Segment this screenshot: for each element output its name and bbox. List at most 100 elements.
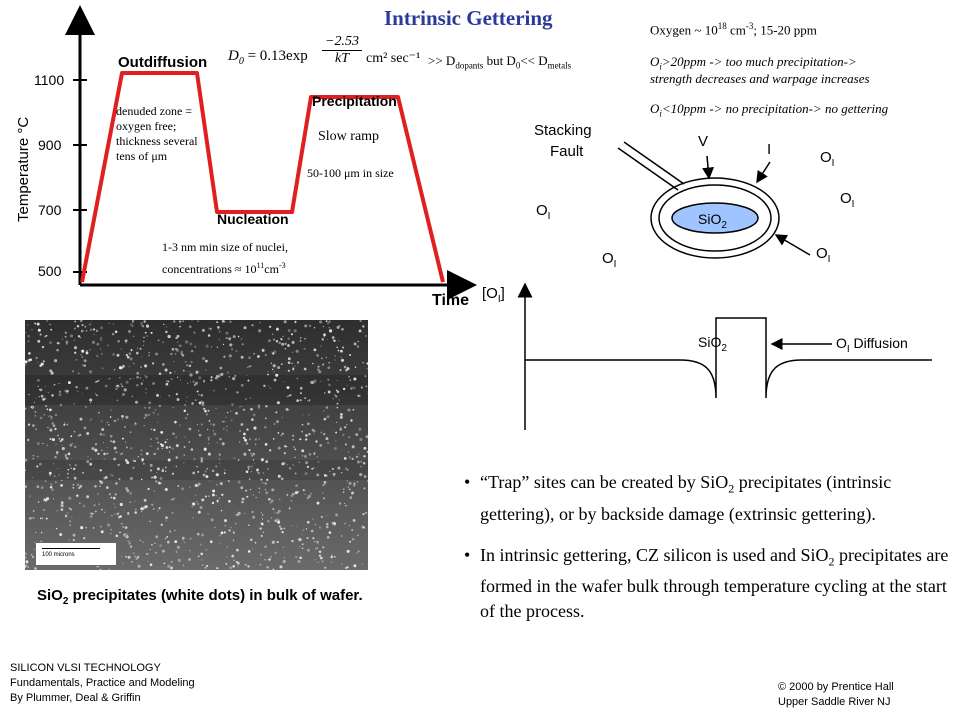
precipitate-dot — [347, 486, 349, 488]
precipitate-dot — [288, 394, 290, 397]
precipitate-dot — [358, 453, 360, 455]
precipitate-dot — [312, 362, 314, 365]
precipitate-dot — [61, 479, 63, 482]
precipitate-dot — [294, 320, 297, 323]
precipitate-dot — [336, 346, 339, 349]
precipitate-dot — [166, 326, 168, 328]
precipitate-dot — [352, 538, 355, 541]
precipitate-dot — [53, 383, 56, 386]
precipitate-dot — [242, 436, 246, 440]
precipitate-dot — [204, 470, 207, 473]
precipitate-dot — [256, 468, 259, 472]
precipitate-dot — [124, 339, 128, 343]
precipitate-dot — [127, 555, 131, 559]
precipitate-dot — [55, 527, 58, 530]
precipitate-dot — [71, 442, 74, 445]
precipitate-dot — [166, 535, 169, 538]
precipitate-dot — [186, 396, 188, 399]
precipitate-dot — [316, 547, 318, 549]
precipitate-dot — [263, 384, 266, 388]
precipitate-dot — [291, 351, 294, 354]
precipitate-dot — [81, 392, 83, 394]
precipitate-dot — [228, 337, 232, 341]
precipitate-dot — [43, 498, 46, 500]
precipitate-dot — [177, 558, 181, 562]
precipitate-dot — [218, 338, 220, 341]
precipitate-dot — [27, 340, 30, 343]
precipitate-dot — [128, 542, 132, 545]
precipitate-dot — [64, 389, 68, 393]
precipitate-dot — [184, 436, 186, 438]
precipitate-dot — [201, 533, 205, 537]
precipitate-dot — [123, 533, 125, 535]
precipitate-dot — [89, 402, 92, 404]
precipitate-dot — [112, 323, 115, 325]
precipitate-dot — [210, 518, 214, 522]
precipitate-dot — [325, 437, 329, 441]
precipitate-dot — [317, 365, 320, 368]
precipitate-dot — [73, 339, 75, 342]
precipitate-dot — [45, 404, 48, 408]
precipitate-dot — [135, 557, 138, 560]
precipitate-dot — [295, 484, 298, 488]
precipitate-dot — [174, 371, 176, 373]
precipitate-dot — [194, 494, 197, 497]
precipitate-dot — [39, 364, 42, 367]
bullet-list: • “Trap” sites can be created by SiO2 pr… — [464, 470, 954, 640]
precipitate-dot — [227, 479, 230, 483]
precipitate-dot — [206, 468, 208, 470]
precipitate-dot — [353, 564, 357, 568]
precipitate-dot — [320, 357, 323, 360]
precipitate-dot — [322, 325, 325, 328]
precipitate-dot — [209, 540, 213, 544]
precipitate-dot — [268, 558, 271, 561]
precipitate-dot — [74, 320, 77, 323]
precipitate-dot — [346, 384, 348, 387]
precipitate-dot — [232, 335, 236, 339]
precipitate-dot — [218, 458, 221, 460]
precipitate-dot — [146, 553, 148, 555]
precipitate-dot — [89, 370, 93, 374]
precipitate-dot — [143, 320, 146, 323]
precipitate-dot — [65, 340, 69, 344]
precipitate-dot — [282, 546, 285, 548]
precipitate-dot — [307, 399, 309, 402]
precipitate-dot — [284, 445, 287, 448]
precipitate-dot — [175, 436, 178, 439]
precipitate-dot — [339, 428, 342, 431]
precipitate-dot — [283, 451, 287, 455]
precipitate-dot — [360, 386, 363, 389]
precipitate-dot — [136, 375, 139, 379]
precipitate-dot — [363, 455, 366, 458]
precipitate-dot — [38, 395, 40, 398]
precipitate-dot — [52, 498, 55, 500]
precipitate-dot — [88, 323, 91, 326]
gettering-diagram: SiO2 Stacking Fault V I OI OI OI OI OI — [534, 122, 854, 270]
precipitate-dot — [58, 437, 61, 440]
precipitate-dot — [73, 402, 76, 405]
precipitate-dot — [320, 345, 322, 347]
precipitate-dot — [331, 521, 335, 525]
precipitate-dot — [201, 400, 203, 402]
precipitate-dot — [313, 453, 316, 455]
precipitate-dot — [67, 381, 71, 385]
precipitate-dot — [125, 342, 127, 344]
precipitate-dot — [106, 523, 111, 527]
precipitate-dot — [323, 432, 326, 436]
precipitate-dot — [149, 445, 152, 448]
precipitate-dot — [86, 350, 88, 352]
precipitate-dot — [178, 344, 180, 347]
precipitate-dot — [175, 393, 178, 396]
precipitate-dot — [143, 505, 147, 509]
oxygen-concentration-note: Oxygen ~ 1018 cm-3; 15-20 ppm — [650, 21, 817, 38]
precipitate-dot — [103, 476, 107, 480]
precipitate-dot — [58, 382, 60, 385]
precipitate-dot — [37, 339, 41, 343]
precipitate-dot — [104, 476, 108, 479]
precipitate-dot — [152, 411, 155, 414]
precipitate-dot — [206, 564, 209, 568]
precipitate-dot — [182, 320, 185, 323]
precipitate-dot — [78, 486, 81, 490]
precipitate-dot — [323, 333, 326, 337]
precipitate-dot — [276, 541, 279, 544]
